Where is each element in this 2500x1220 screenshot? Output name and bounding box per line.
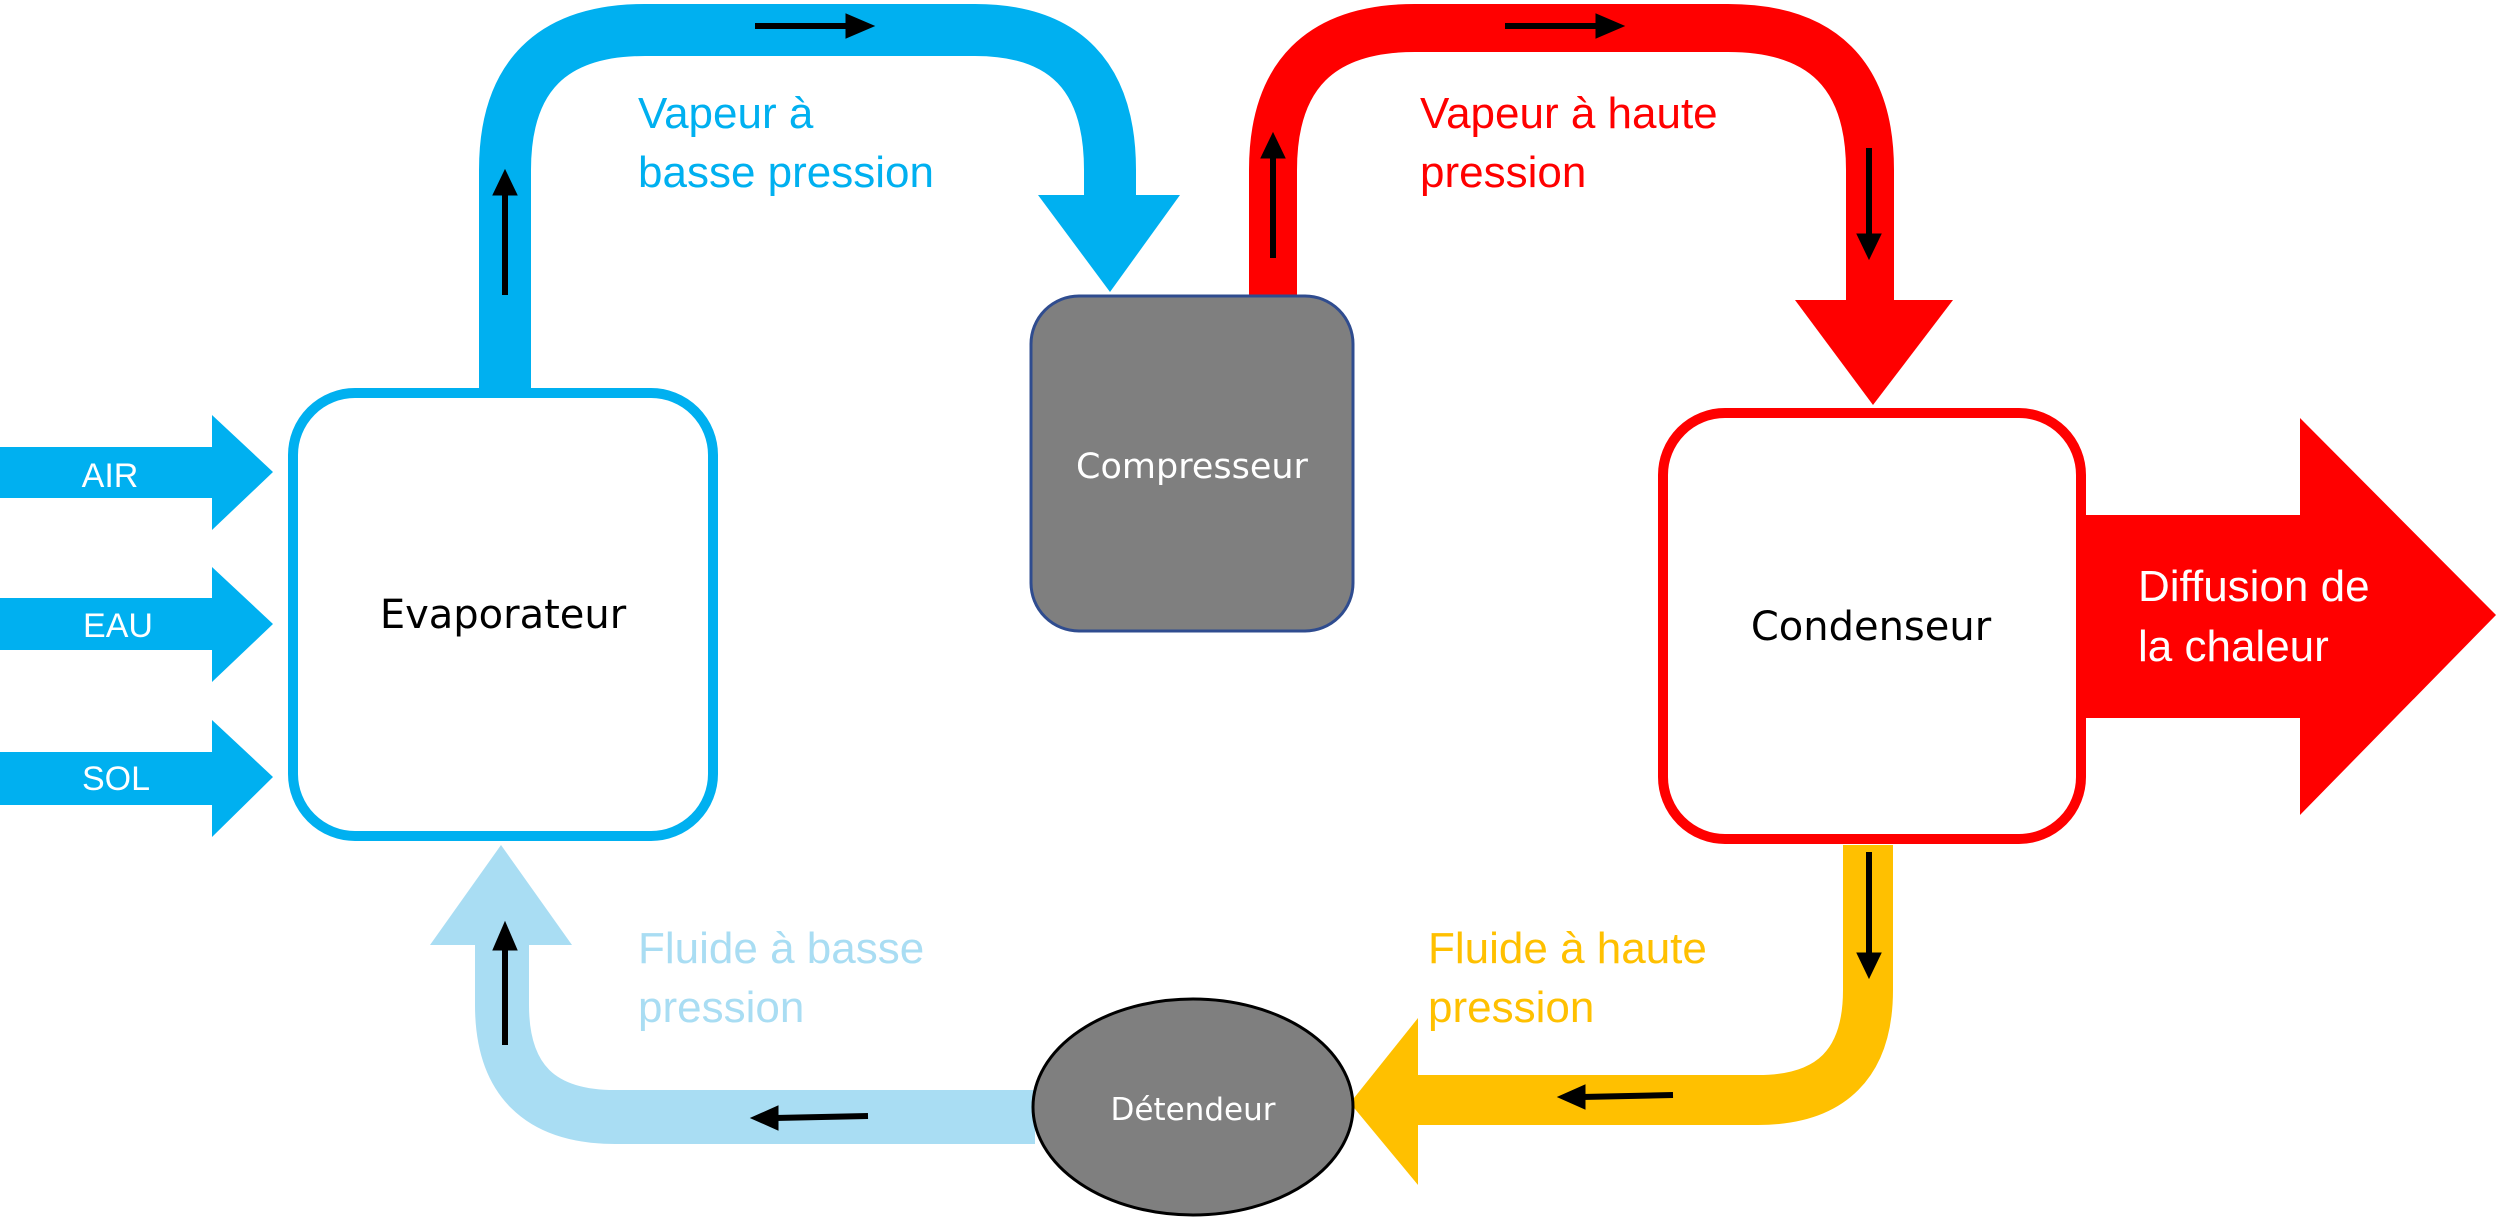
low-pressure-fluid-pipe: [430, 845, 1035, 1144]
high-pressure-fluid-label-line-1: Fluide à haute: [1428, 924, 1707, 973]
expansion-valve-ellipse: Détendeur: [1031, 997, 1355, 1217]
flow-arrow-right-icon: [1505, 13, 1626, 39]
low-pressure-fluid-label-line-2: pression: [638, 983, 804, 1032]
source-arrow-eau: EAU: [0, 567, 273, 682]
heat-diffusion-label-line-1: Diffusion de: [2138, 562, 2370, 611]
high-pressure-fluid-pipe-body: [1410, 845, 1893, 1125]
source-arrow-sol: SOL: [0, 720, 273, 837]
flow-arrow-left-icon: [1556, 1084, 1674, 1110]
high-pressure-vapor-label-line-2: pression: [1420, 148, 1586, 197]
flow-arrow-up-icon: [1260, 131, 1286, 258]
condenser-box: Condenseur: [1658, 408, 2086, 844]
high-pressure-fluid-label: Fluide à haute pression: [1428, 924, 1719, 1032]
low-pressure-vapor-pipe: [479, 3, 1180, 390]
compressor-box: Compresseur: [1029, 294, 1355, 633]
high-pressure-vapor-pipe: [1249, 4, 1953, 405]
flow-arrow-left-icon: [749, 1105, 869, 1131]
high-pressure-fluid-label-line-2: pression: [1428, 983, 1594, 1032]
low-pressure-fluid-label: Fluide à basse pression: [638, 924, 936, 1032]
low-pressure-vapor-label-line-2: basse pression: [638, 148, 934, 197]
high-pressure-fluid-pipe: [1350, 845, 1893, 1185]
flow-arrow-right-icon: [755, 13, 876, 39]
flow-arrow-down-icon: [1856, 148, 1882, 261]
evaporator-box: Evaporateur: [288, 388, 718, 841]
flow-direction-arrows: [492, 13, 1882, 1131]
compressor-label: Compresseur: [1076, 447, 1309, 487]
heat-diffusion-arrow: Diffusion de la chaleur: [2060, 418, 2496, 815]
expansion-valve-label: Détendeur: [1111, 1092, 1276, 1128]
low-pressure-fluid-label-line-1: Fluide à basse: [638, 924, 924, 973]
source-label-sol: SOL: [82, 760, 150, 798]
low-pressure-vapor-arrowhead: [1038, 195, 1180, 292]
high-pressure-vapor-arrowhead: [1795, 300, 1953, 405]
source-label-air: AIR: [82, 457, 139, 495]
source-arrow-air: AIR: [0, 415, 273, 530]
flow-arrow-up-icon: [492, 168, 518, 295]
low-pressure-vapor-pipe-body: [479, 3, 1136, 390]
low-pressure-vapor-label: Vapeur à basse pression: [638, 89, 934, 197]
flow-arrow-down-icon: [1856, 852, 1882, 980]
high-pressure-vapor-label-line-1: Vapeur à haute: [1420, 89, 1718, 138]
low-pressure-vapor-label-line-1: Vapeur à: [638, 89, 814, 138]
evaporator-label: Evaporateur: [380, 592, 627, 638]
high-pressure-vapor-label: Vapeur à haute pression: [1420, 89, 1730, 197]
source-label-eau: EAU: [83, 607, 153, 645]
condenser-label: Condenseur: [1751, 604, 1992, 650]
heat-diffusion-label: Diffusion de la chaleur: [2138, 562, 2382, 671]
high-pressure-fluid-arrowhead: [1350, 1018, 1418, 1185]
heat-diffusion-label-line-2: la chaleur: [2138, 622, 2329, 671]
flow-arrow-up-icon: [492, 920, 518, 1045]
low-pressure-fluid-arrowhead: [430, 845, 572, 945]
